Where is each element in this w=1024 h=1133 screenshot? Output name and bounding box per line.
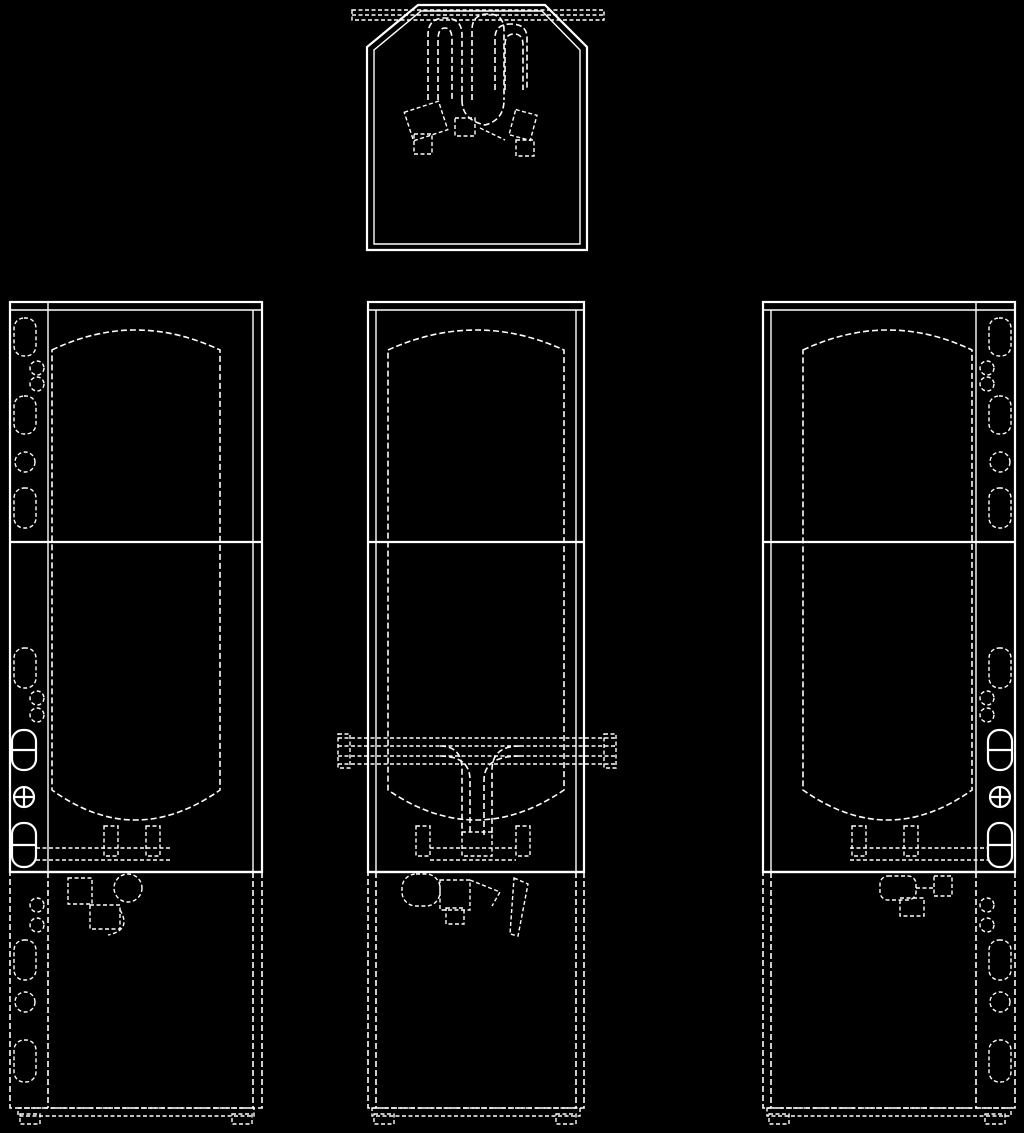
top-view (351, 3, 605, 252)
front-pipe-cap-right (603, 733, 617, 769)
front-riser-2-inner (483, 755, 521, 835)
top-view-outline-outer (365, 3, 589, 252)
left-port-3 (29, 376, 45, 392)
front-riser-2 (491, 745, 521, 835)
left-pump-fitting (67, 877, 93, 905)
right-lower-port-2 (979, 917, 995, 933)
left-pump-body (113, 873, 143, 903)
front-valve-arm (509, 876, 529, 937)
right-port-6 (988, 487, 1012, 529)
left-pump-outlet (107, 909, 125, 936)
top-pipe-loop-3 (494, 23, 528, 90)
front-foot-2 (555, 1113, 577, 1125)
left-lower-port-1 (29, 897, 45, 913)
top-pipe-junction (461, 99, 505, 126)
right-foot-1 (768, 1113, 790, 1125)
left-tank-fitting-1 (103, 825, 119, 857)
front-riser-1-inner (439, 755, 471, 835)
top-connection-rail (351, 9, 605, 21)
left-port-7 (13, 647, 37, 689)
front-pump-body (401, 873, 441, 907)
right-port-5 (989, 451, 1011, 473)
right-pump-base (899, 897, 925, 917)
right-foot-2 (984, 1113, 1006, 1125)
front-tank-fitting-3 (515, 825, 531, 857)
right-port-8 (979, 690, 995, 706)
right-port-2 (979, 360, 995, 376)
top-valve-stem-right (515, 139, 535, 157)
front-view (337, 300, 617, 1125)
right-pump-fitting (933, 875, 953, 897)
front-pump-housing (439, 879, 471, 911)
right-port-9 (979, 707, 995, 723)
right-side-view (761, 300, 1017, 1125)
right-tank (802, 329, 973, 821)
left-lower-port-4 (14, 991, 36, 1013)
left-lower-port-2 (29, 917, 45, 933)
left-port-1 (13, 317, 37, 357)
top-pipe-loop-2 (471, 13, 505, 100)
left-pump-base (89, 904, 121, 930)
right-base-rail (766, 1107, 1012, 1117)
left-side-view (8, 300, 264, 1125)
front-riser-1 (439, 745, 463, 835)
left-tank (51, 329, 221, 821)
right-port-1 (988, 317, 1012, 357)
top-valve-block-left (403, 100, 449, 142)
right-lower-port-5 (988, 1039, 1012, 1083)
front-pipe-cap-left (337, 733, 351, 769)
left-port-6 (13, 487, 37, 529)
right-lower-cabinet (762, 871, 1016, 1109)
left-tank-fitting-2 (145, 825, 161, 857)
right-lower-port-1 (979, 897, 995, 913)
right-tank-fitting-1 (851, 825, 867, 857)
left-base-rail (17, 1107, 255, 1117)
left-port-5 (14, 451, 36, 473)
left-port-2 (29, 360, 45, 376)
right-port-4 (988, 395, 1012, 435)
left-port-4 (13, 395, 37, 435)
right-lower-port-3 (988, 939, 1012, 981)
top-pipe-link (479, 127, 506, 141)
right-port-3 (979, 376, 995, 392)
top-pipe-loop-1-inner (437, 27, 453, 100)
front-foot-1 (373, 1113, 395, 1125)
front-tank-fitting-1 (415, 825, 431, 857)
right-lower-port-4 (989, 991, 1011, 1013)
top-valve-stem-left (413, 133, 433, 155)
left-port-9 (29, 707, 45, 723)
front-tank-fitting-2 (461, 831, 493, 857)
front-base-rail (371, 1107, 581, 1117)
top-pipe-loop-3-inner (504, 33, 524, 90)
top-pipe-loop-1 (427, 17, 463, 100)
top-view-outline-inner (373, 10, 581, 245)
left-port-8 (29, 690, 45, 706)
right-tank-fitting-2 (903, 825, 919, 857)
front-tank (387, 329, 565, 821)
top-fitting-center (454, 117, 476, 137)
left-lower-port-5 (13, 1039, 37, 1083)
front-pump-outlet (445, 907, 465, 925)
right-port-7 (988, 647, 1012, 689)
left-foot-1 (19, 1113, 41, 1125)
left-lower-port-3 (13, 939, 37, 981)
left-foot-2 (231, 1113, 253, 1125)
top-valve-block-right (508, 108, 538, 142)
